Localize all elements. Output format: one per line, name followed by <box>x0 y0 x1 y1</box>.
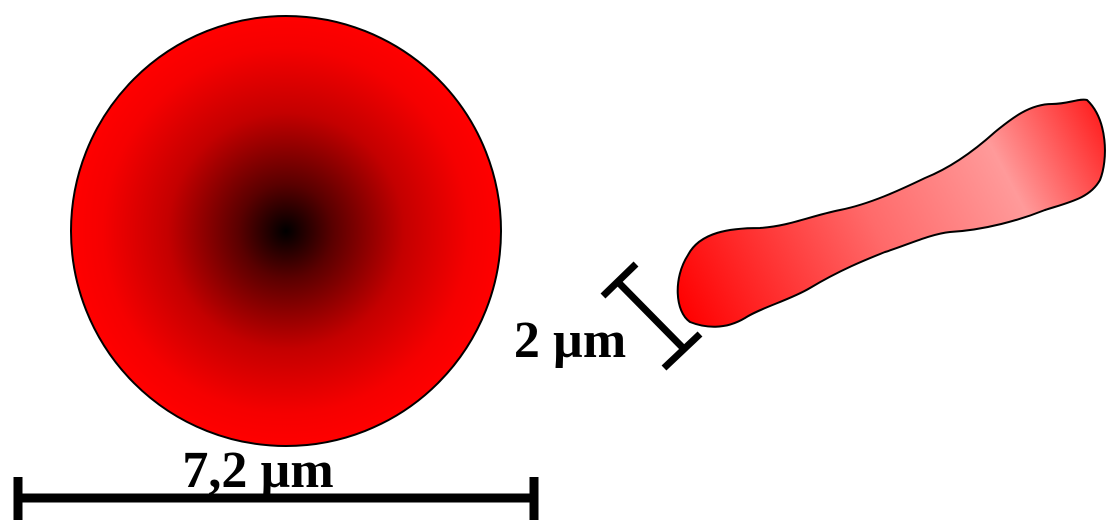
cell-side-view <box>676 98 1106 328</box>
cell-thickness-label: 2 µm <box>514 312 626 369</box>
cell-disc-top-view <box>70 15 502 447</box>
disc-width-scale-bar <box>13 477 539 520</box>
thickness-scale-bar <box>600 261 703 371</box>
disc-width-label: 7,2 µm <box>182 442 333 499</box>
